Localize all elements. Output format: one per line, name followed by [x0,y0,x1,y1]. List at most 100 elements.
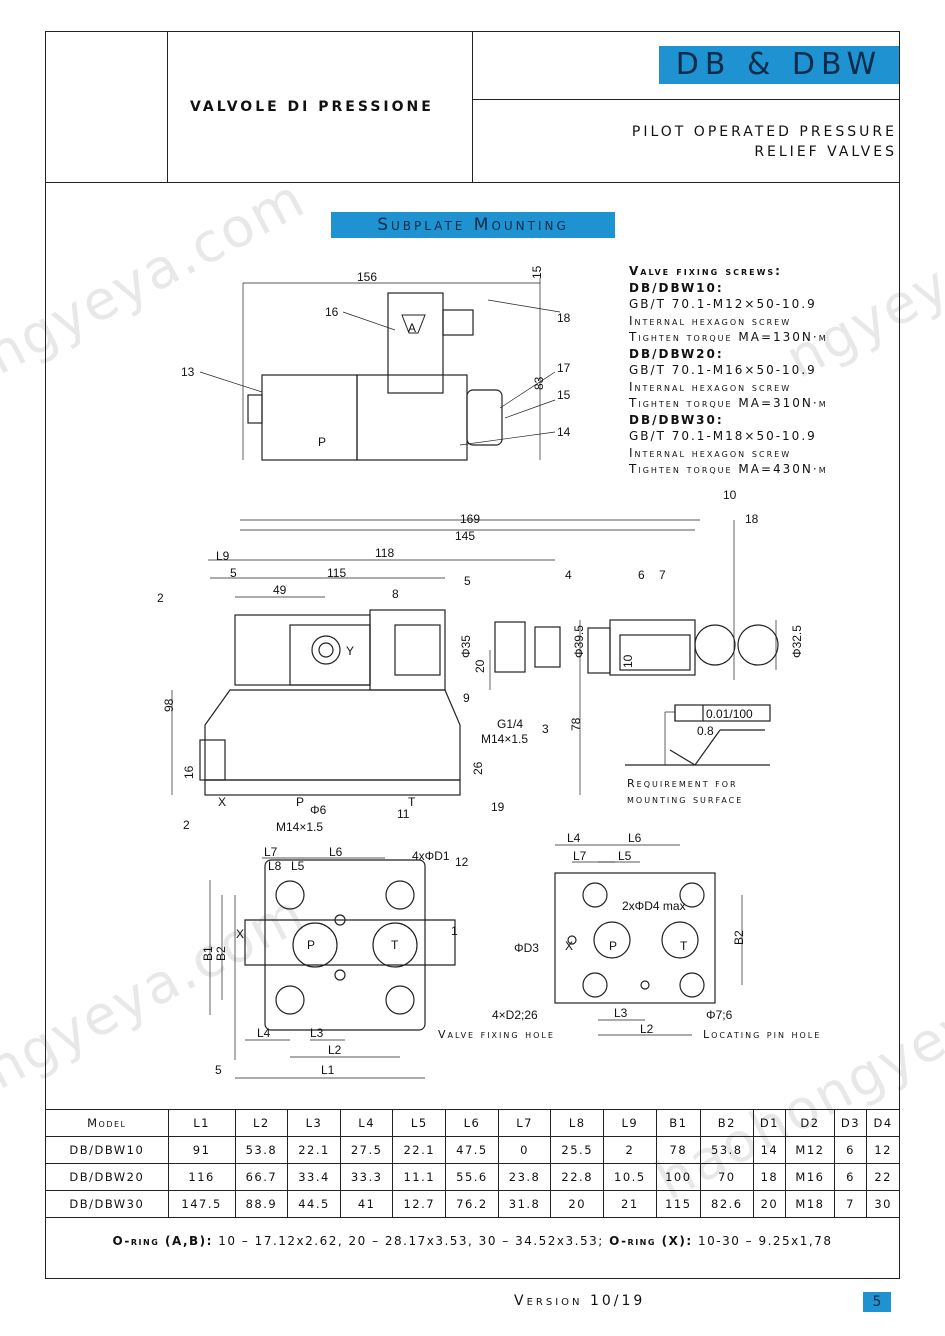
port-label: A [408,321,416,335]
dim-label: B2 [732,930,746,945]
oring-label: O-ring (A,B): [112,1234,213,1248]
table-cell: 2 [603,1136,657,1164]
dim-label: Φ35 [459,635,473,658]
table-cell: 30 [866,1190,900,1218]
dim-label: L4 [567,831,581,845]
caption-line: mounting surface [627,793,744,806]
dim-label: L5 [618,849,632,863]
dim-label: 118 [375,546,394,560]
table-cell: 70 [699,1163,754,1191]
table-cell: 88.9 [234,1190,289,1218]
part-label: 6 [638,568,645,582]
part-label: 16 [325,305,339,319]
header-divider [167,31,168,182]
table-cell: 44.5 [287,1190,341,1218]
table-header: B2 [699,1109,754,1137]
dim-label: 15 [530,265,544,279]
dim-label: 16 [182,765,196,779]
table-cell: 11.1 [392,1163,447,1191]
port-label: T [408,795,416,809]
dim-label: 5 [230,566,237,580]
table-cell: 14 [752,1136,787,1164]
screw-spec: GB/T 70.1-M12×50-10.9 [629,297,817,311]
dim-label: 18 [745,512,759,526]
table-header: D2 [785,1109,835,1137]
version-label: Version 10/19 [514,1293,646,1309]
valve-fixing-hole-caption: Valve fixing hole [438,1028,555,1041]
table-cell: 53.8 [699,1136,754,1164]
dim-label: 4xΦD1 [412,849,450,863]
flatness-caption: Requirement for mounting surface [627,776,743,808]
table-cell: 82.6 [699,1190,754,1218]
table-row: DB/DBW20 116 66.7 33.4 33.3 11.1 55.6 23… [45,1163,900,1191]
dim-label: ΦD3 [514,941,539,955]
table-header-row: Model L1 L2 L3 L4 L5 L6 L7 L8 L9 B1 B2 D… [45,1109,900,1137]
dim-label: L7 [264,845,278,859]
dim-label: Φ7;6 [706,1008,733,1022]
table-cell: 23.8 [497,1163,552,1191]
table-cell: 12.7 [392,1190,447,1218]
table-row: DB/DBW10 91 53.8 22.1 27.5 22.1 47.5 0 2… [45,1136,900,1164]
dim-label: 78 [569,717,583,731]
table-cell: 27.5 [339,1136,394,1164]
table-header: L1 [167,1109,236,1137]
connector-plug [387,292,444,394]
header-divider [472,31,473,182]
dim-label: 10 [621,654,635,668]
thread-label: M14×1.5 [481,732,528,746]
table-cell: 6 [833,1136,868,1164]
dim-label: L6 [628,831,642,845]
table-header: L6 [445,1109,499,1137]
table-header: L5 [392,1109,447,1137]
part-label: 4 [565,568,572,582]
table-cell: 20 [550,1190,605,1218]
subplate-body [204,689,461,781]
solenoid-coil [356,374,468,461]
caption-line: Requirement for [627,777,738,790]
part-label: 9 [463,691,470,705]
dim-label: 156 [357,270,377,284]
table-cell: 41 [339,1190,394,1218]
page-number: 5 [863,1292,891,1312]
part-label: 5 [464,574,471,588]
table-header: L9 [603,1109,657,1137]
dim-label: L2 [328,1043,342,1057]
table-cell: 66.7 [234,1163,289,1191]
dim-label: 49 [273,583,287,597]
table-cell: 147.5 [167,1190,236,1218]
dim-label: L3 [614,1006,628,1020]
pilot-cartridge [369,609,446,691]
port-label: P [307,938,315,952]
dim-label: Φ32.5 [790,625,804,658]
table-header: L3 [287,1109,341,1137]
dim-label: 2 [157,591,164,605]
locating-pin-hole-caption: Locating pin hole [703,1028,822,1041]
table-cell: 115 [655,1190,701,1218]
part-label: 11 [397,807,410,821]
dim-label: L7 [573,849,587,863]
table-cell: 55.6 [445,1163,499,1191]
solenoid-cap [247,394,263,424]
screw-torque: Tighten torque MA=310N·m [629,396,828,410]
table-cell: 6 [833,1163,868,1191]
table-cell: 33.4 [287,1163,341,1191]
subtitle-line: PILOT OPERATED PRESSURE [631,124,897,140]
table-header: D4 [866,1109,900,1137]
screw-model: DB/DBW20: [629,346,724,361]
dim-label: L3 [310,1026,324,1040]
table-cell: 22.1 [392,1136,447,1164]
table-cell: DB/DBW20 [45,1163,169,1191]
table-cell: 22.1 [287,1136,341,1164]
part-label: 17 [557,361,571,375]
tolerance-label: 0.01/100 [706,707,753,721]
dim-label: B2 [214,946,228,961]
part-label: 1 [451,924,458,938]
table-cell: 33.3 [339,1163,394,1191]
dim-label: L2 [640,1022,654,1036]
table-cell: 91 [167,1136,236,1164]
oring-text: 10 – 17.12x2.62, 20 – 28.17x3.53, 30 – 3… [218,1234,604,1248]
port-label: Y [346,644,354,658]
port-label: P [318,435,326,449]
table-header: D3 [833,1109,868,1137]
part-label: 7 [659,568,666,582]
